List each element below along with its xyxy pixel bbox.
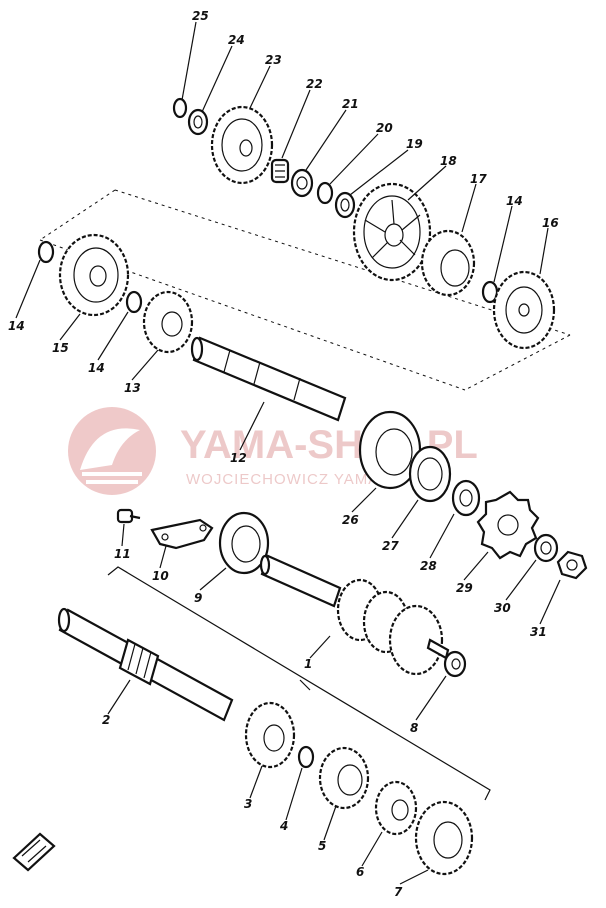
label-29: 29 [456,581,473,595]
bearing-22 [270,158,290,184]
watermark-logo [68,407,156,495]
label-18: 18 [440,154,457,168]
part-labels: 25 24 23 22 21 20 19 18 17 14 16 14 15 1… [8,9,559,899]
label-6: 6 [356,865,364,879]
label-16: 16 [542,216,559,230]
group-bracket-lower [107,566,491,801]
washer-24 [187,108,209,136]
label-12: 12 [230,451,247,465]
main-shaft-2 [57,607,234,722]
gear-5 [318,746,370,810]
label-14-a: 14 [506,194,523,208]
gear-17 [420,229,476,297]
label-25: 25 [192,9,209,23]
circlip-20 [316,181,334,205]
label-28: 28 [420,559,437,573]
label-19: 19 [406,137,423,151]
circlip-14-c [125,290,143,314]
label-1: 1 [304,657,312,671]
label-22: 22 [306,77,323,91]
bearing-8 [443,650,467,678]
circlip-4 [297,745,315,769]
oil-seal-27 [408,445,452,503]
watermark: YAMA-SHOP.PL WOJCIECHOWICZ YAMAHA [68,407,478,495]
circlip-14-b [37,240,55,264]
label-5: 5 [318,839,326,853]
label-23: 23 [265,53,282,67]
gear-13 [142,290,194,354]
label-13: 13 [124,381,141,395]
label-14-b: 14 [8,319,25,333]
label-17: 17 [470,172,487,186]
label-21: 21 [342,97,359,111]
label-20: 20 [376,121,393,135]
screw-11 [116,508,141,524]
watermark-subtitle: WOJCIECHOWICZ YAMAHA [186,471,402,488]
label-10: 10 [152,569,169,583]
label-4: 4 [279,819,288,833]
label-3: 3 [244,797,252,811]
circlip-14-a [481,280,499,304]
label-7: 7 [394,885,403,899]
gear-23 [210,105,274,185]
front-arrow-icon [12,832,56,872]
label-9: 9 [194,591,202,605]
label-24: 24 [228,33,245,47]
label-15: 15 [52,341,69,355]
bearing-26 [358,410,422,490]
leader-lines [15,21,561,885]
nut-31 [556,550,588,580]
washer-21 [290,168,314,198]
bearing-9 [218,511,270,575]
label-11: 11 [114,547,131,561]
collar-28 [451,479,481,517]
gear-7 [414,800,474,876]
washer-25 [172,97,188,119]
bearing-stopper-10 [150,518,214,550]
group-outline-upper [39,189,571,391]
washer-19 [334,191,356,219]
sprocket-29 [476,490,540,560]
label-30: 30 [494,601,511,615]
label-31: 31 [530,625,547,639]
gear-3 [244,701,296,769]
lock-washer-30 [533,533,559,563]
label-27: 27 [382,539,399,553]
gear-6 [374,780,418,836]
label-14-c: 14 [88,361,105,375]
gear-18 [352,182,432,282]
label-26: 26 [342,513,359,527]
label-2: 2 [102,713,110,727]
label-8: 8 [410,721,418,735]
gear-15 [58,233,130,317]
gear-16 [492,270,556,350]
main-shaft-1 [259,554,450,676]
counter-shaft-12 [190,336,347,422]
